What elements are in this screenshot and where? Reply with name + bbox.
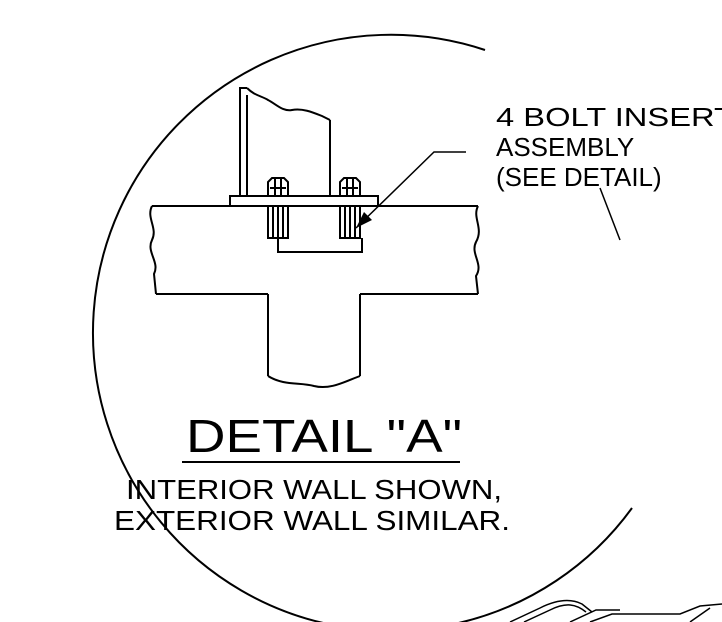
adjacent-detail-fragment: [509, 599, 722, 622]
floor-slab-and-wall: [149, 205, 480, 388]
detail-boundary-circle: [92, 33, 633, 622]
embedded-insert: [277, 238, 363, 253]
detail-title: DETAIL "A": [186, 410, 462, 462]
detail-note-line-1: INTERIOR WALL SHOWN,: [126, 474, 502, 505]
callout-line-1: 4 BOLT INSERT: [496, 102, 722, 132]
anchor-bolt-right: [339, 177, 361, 239]
detail-note-line-2: EXTERIOR WALL SIMILAR.: [114, 505, 510, 536]
callout-line-3: (SEE DETAIL): [496, 162, 662, 192]
anchor-bolt-left: [267, 177, 289, 239]
callout-line-2: ASSEMBLY: [496, 132, 634, 162]
callout-leader: [355, 151, 621, 241]
steel-post: [239, 87, 331, 196]
base-plate: [229, 195, 379, 207]
